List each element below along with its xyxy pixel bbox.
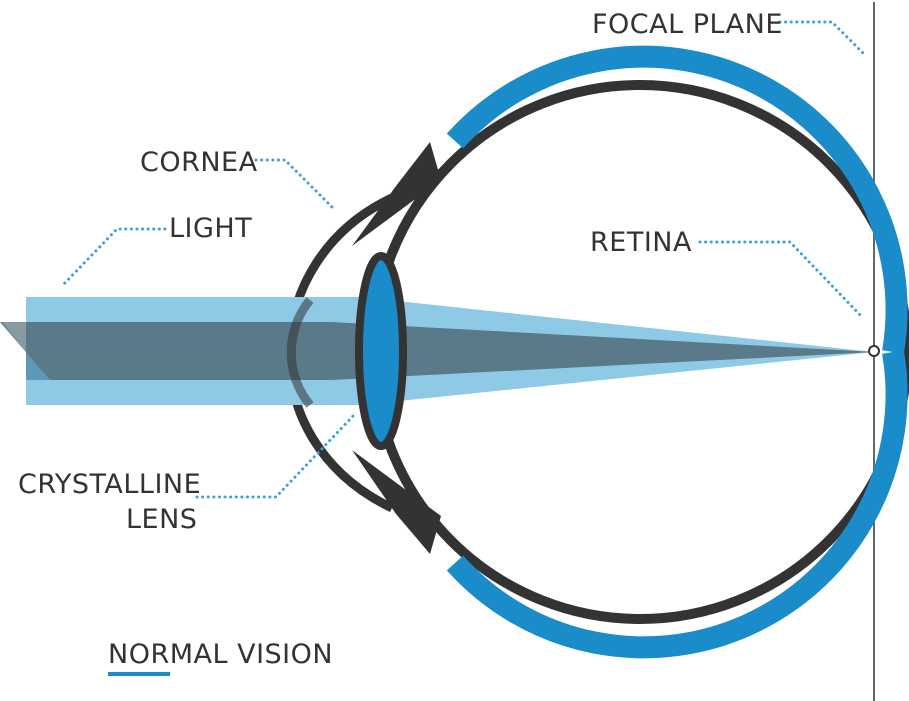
crystalline-lens xyxy=(355,252,407,450)
focal-point xyxy=(868,345,880,357)
light-label: LIGHT xyxy=(169,213,252,244)
iris-upper xyxy=(352,142,441,246)
light-beam-core xyxy=(0,322,874,380)
light-beam-tail xyxy=(2,322,26,352)
iris-lower xyxy=(352,450,441,554)
crystalline-label-line2: LENS xyxy=(126,504,197,535)
focal-plane-label: FOCAL PLANE xyxy=(592,9,783,40)
retina-leader xyxy=(698,240,865,320)
title-underline xyxy=(108,672,170,676)
retina-band-upper xyxy=(446,45,908,354)
light-leader xyxy=(60,227,167,288)
focal-plane-leader xyxy=(778,20,868,58)
diagram-title: NORMAL VISION xyxy=(108,639,333,670)
cornea-label: CORNEA xyxy=(140,147,258,178)
crystalline-lens-leader xyxy=(195,412,357,499)
crystalline-label-line1: CRYSTALLINE xyxy=(18,469,201,500)
retina-band-lower xyxy=(446,350,908,659)
cornea-arc-overlay xyxy=(286,297,314,408)
retina-label: RETINA xyxy=(590,227,692,258)
cornea-leader xyxy=(254,158,337,212)
